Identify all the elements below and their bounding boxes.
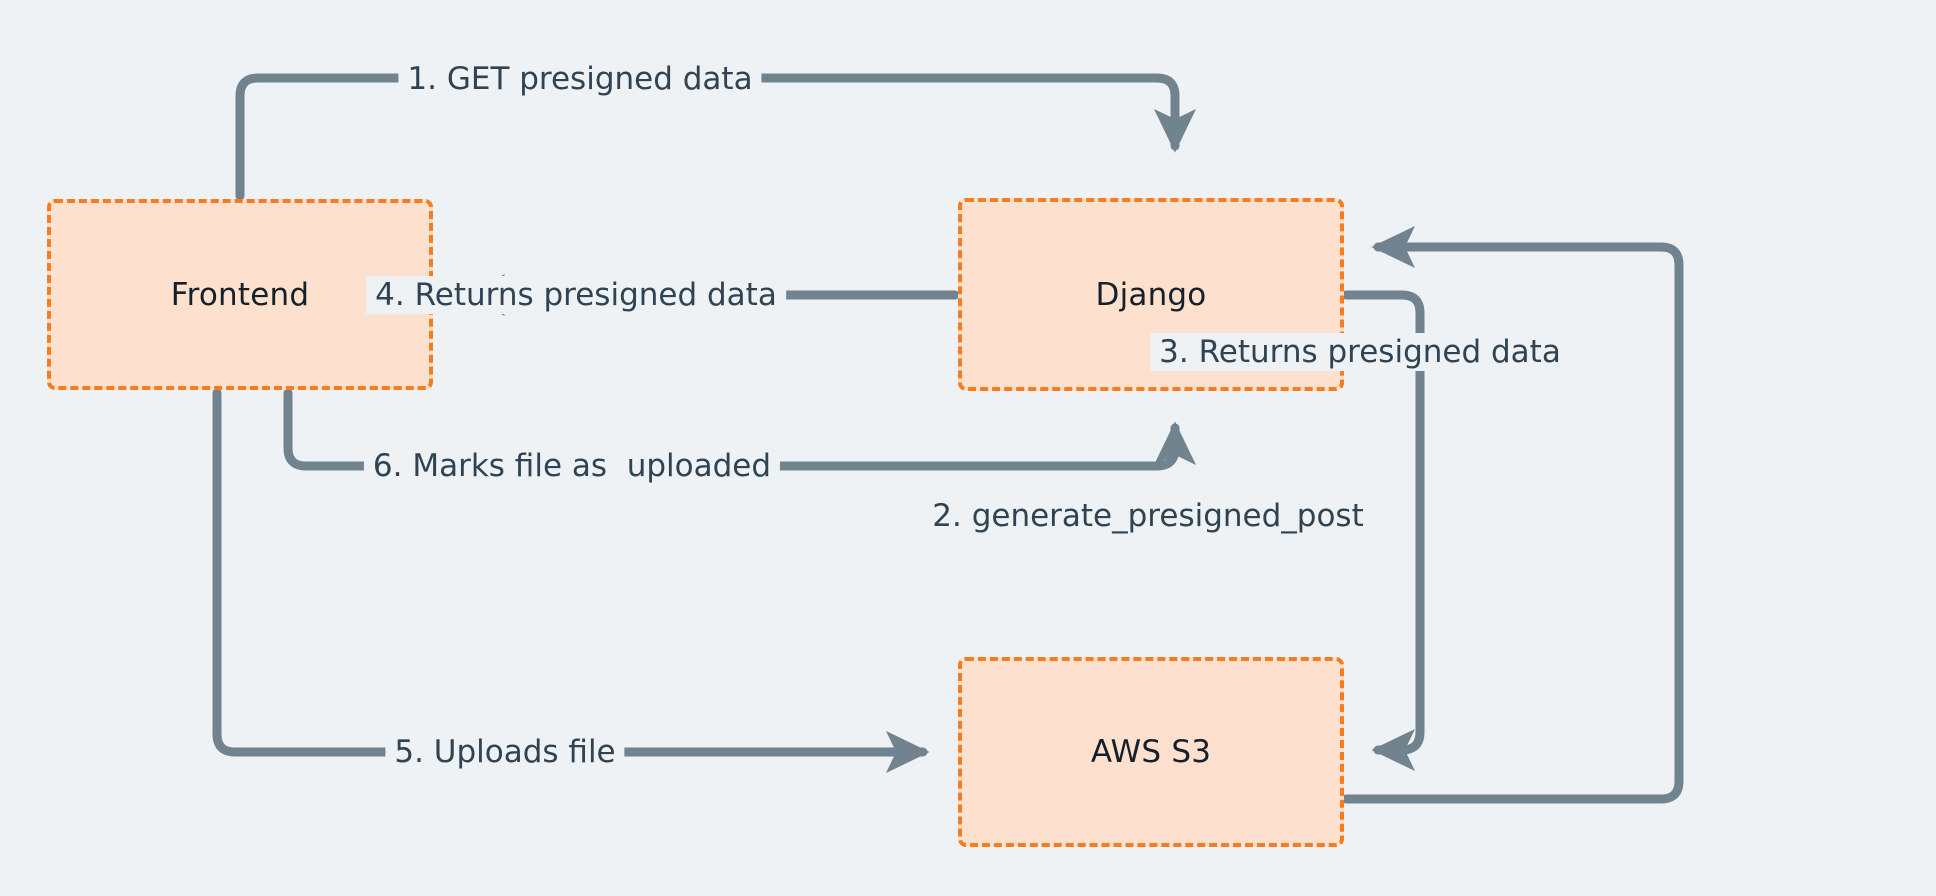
edge-label-4-returns-presigned-data: 4. Returns presigned data: [366, 276, 786, 314]
edge-path-5: [212, 388, 930, 774]
edge-label-3-returns-presigned-data: 3. Returns presigned data: [1150, 333, 1570, 371]
edge-label-2-generate-presigned-post: 2. generate_presigned_post: [923, 497, 1373, 535]
node-django-label: Django: [1095, 276, 1207, 313]
node-aws-s3[interactable]: AWS S3: [958, 657, 1344, 847]
edge-path-2: [1341, 290, 1425, 772]
edge-label-1-get-presigned-data: 1. GET presigned data: [398, 60, 762, 98]
edge-path-3: [1341, 225, 1684, 804]
node-frontend-label: Frontend: [170, 276, 310, 313]
node-aws-s3-label: AWS S3: [1090, 734, 1212, 770]
edge-label-5-uploads-file: 5. Uploads file: [385, 733, 625, 771]
edge-label-6-marks-file-as-uploaded: 6. Marks file as uploaded: [363, 447, 781, 485]
